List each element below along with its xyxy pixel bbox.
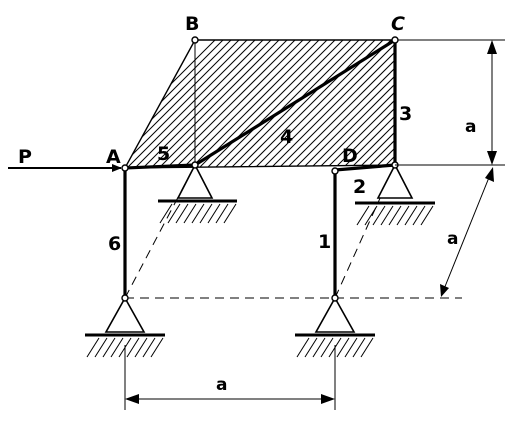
hinge-a xyxy=(121,164,129,172)
rod-label-6: 6 xyxy=(108,233,121,255)
dimension-label-vertical: a xyxy=(465,117,476,137)
dimension-horizontal xyxy=(124,345,336,410)
rod-label-2: 2 xyxy=(353,176,366,198)
projection-dashes xyxy=(124,164,462,299)
dimension-oblique xyxy=(395,164,498,297)
rod-label-5: 5 xyxy=(157,143,170,165)
support-upper-left xyxy=(158,163,237,224)
hatched-plate xyxy=(123,39,396,169)
support-lower-right xyxy=(295,296,375,358)
hinge-upper-left xyxy=(191,161,199,169)
dimension-label-horizontal: a xyxy=(216,375,227,395)
node-label-c: C xyxy=(391,13,405,35)
rod-label-4: 4 xyxy=(280,126,293,148)
dimension-vertical xyxy=(487,40,497,165)
hinge-lower-right xyxy=(331,294,339,302)
rod-2 xyxy=(333,163,397,172)
load-label: P xyxy=(18,146,32,168)
rod-label-1: 1 xyxy=(318,231,331,253)
node-label-b: B xyxy=(185,13,199,35)
node-label-d: D xyxy=(342,145,358,167)
hinge-c xyxy=(391,36,399,44)
support-upper-right xyxy=(355,163,435,226)
hinge-d xyxy=(331,167,339,175)
rod-label-3: 3 xyxy=(399,103,412,125)
hinge-lower-left xyxy=(121,294,129,302)
rod-5 xyxy=(123,163,197,170)
rod-4 xyxy=(193,38,397,167)
support-lower-left xyxy=(85,296,165,358)
dimension-label-oblique: a xyxy=(447,229,458,249)
node-label-a: A xyxy=(106,146,121,168)
hinge-b xyxy=(191,36,199,44)
